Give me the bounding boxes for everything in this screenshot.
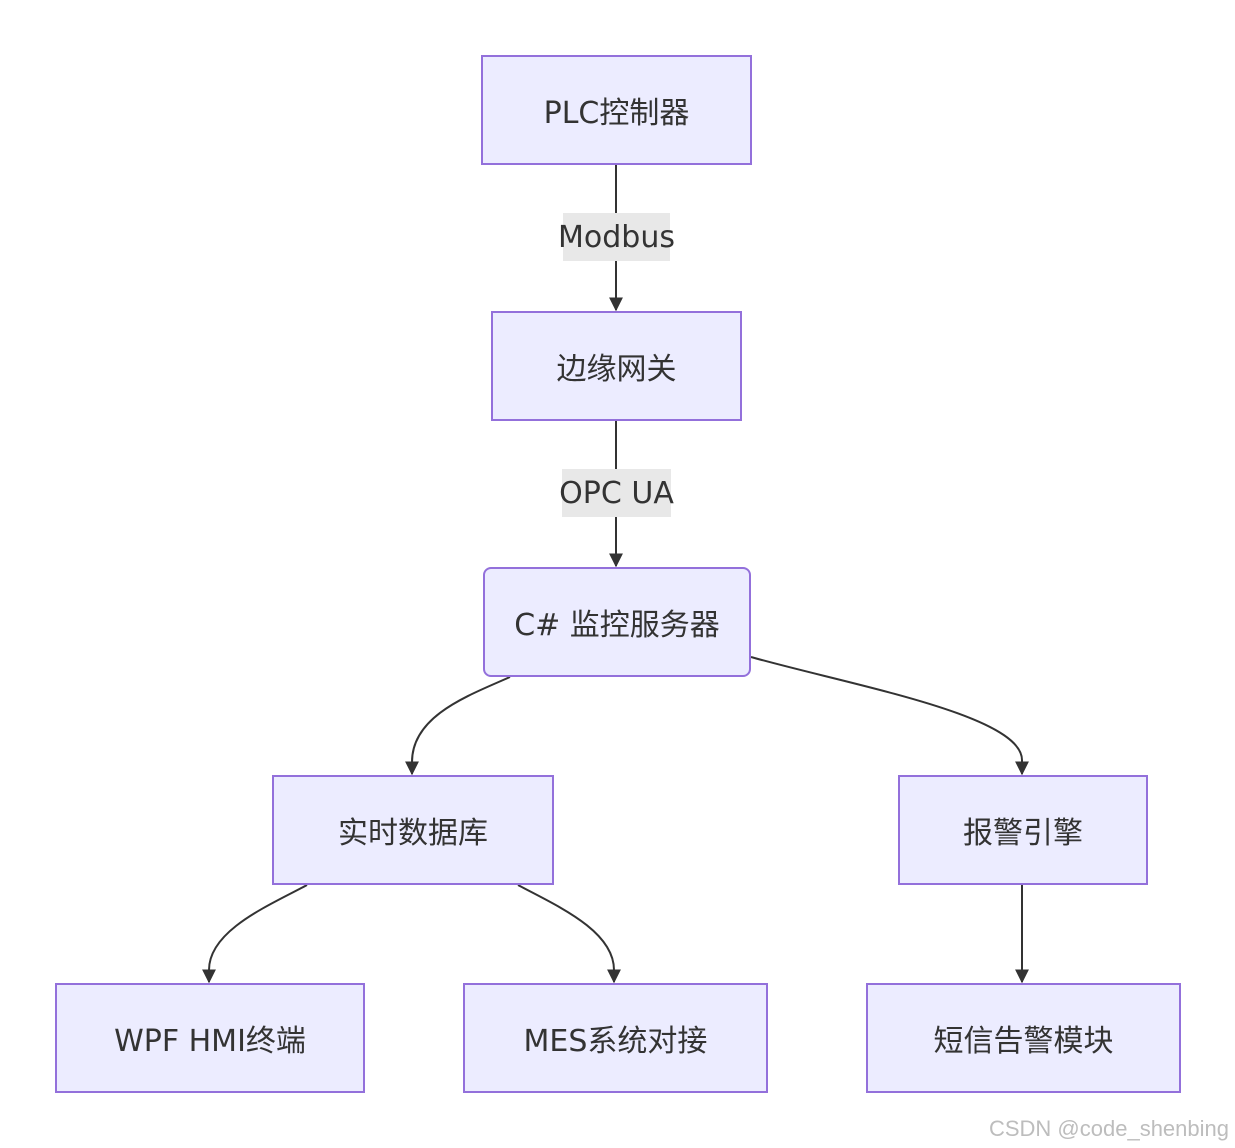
edge-server-to-alarm — [750, 656, 1029, 776]
node-edge-gateway: 边缘网关 — [491, 311, 742, 421]
edge-label-modbus: Modbus — [558, 213, 675, 261]
node-csharp-monitor-server: C# 监控服务器 — [483, 567, 751, 677]
node-plc-controller: PLC控制器 — [481, 55, 752, 165]
node-alarm-engine: 报警引擎 — [898, 775, 1148, 885]
edge-rtdb-to-mes — [517, 884, 621, 984]
edge-rtdb-to-wpf — [202, 884, 308, 984]
edge-label-opc-ua: OPC UA — [559, 469, 674, 517]
edge-server-to-rtdb — [405, 676, 511, 776]
watermark: CSDN @code_shenbing — [988, 1116, 1229, 1141]
node-sms-alert-module: 短信告警模块 — [866, 983, 1181, 1093]
node-mes-integration: MES系统对接 — [463, 983, 768, 1093]
node-realtime-database: 实时数据库 — [272, 775, 554, 885]
node-wpf-hmi-terminal: WPF HMI终端 — [55, 983, 365, 1093]
